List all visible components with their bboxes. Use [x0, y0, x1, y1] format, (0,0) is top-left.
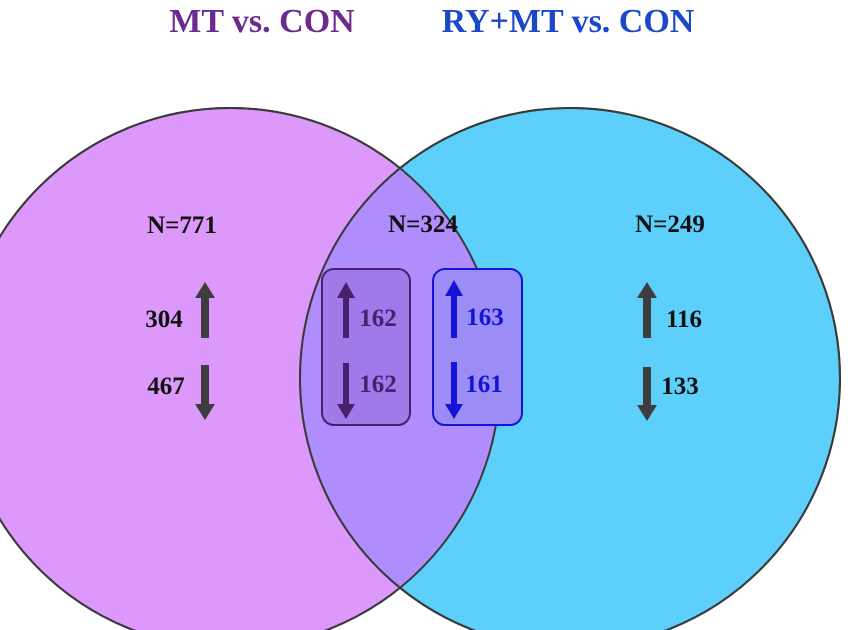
up-arrow-icon	[195, 282, 215, 338]
up-arrow-icon	[337, 282, 355, 338]
overlap-right-set-box	[432, 268, 523, 426]
right-set-outline	[299, 107, 841, 630]
down-arrow-icon	[637, 367, 657, 421]
overlap-right-up-count: 163	[466, 304, 504, 331]
overlap-left-down-count: 162	[359, 371, 397, 398]
overlap-region	[300, 108, 500, 630]
overlap-left-set-box	[321, 268, 411, 426]
left-set-title: MT vs. CON	[169, 3, 355, 40]
right-up-count: 116	[666, 306, 702, 333]
right-set-title: RY+MT vs. CON	[442, 3, 695, 40]
left-up-count: 304	[145, 306, 183, 333]
down-arrow-icon	[337, 363, 355, 419]
down-arrow-icon	[195, 365, 215, 420]
overlap-total: N=324	[388, 211, 458, 238]
right-set-total: N=249	[635, 211, 705, 238]
overlap-right-down-count: 161	[465, 371, 503, 398]
overlap-left-up-count: 162	[359, 305, 397, 332]
left-set-total: N=771	[147, 212, 217, 239]
up-arrow-icon	[637, 282, 657, 338]
up-arrow-icon	[445, 280, 463, 338]
left-down-count: 467	[147, 373, 185, 400]
down-arrow-icon	[445, 362, 463, 419]
right-down-count: 133	[661, 373, 699, 400]
